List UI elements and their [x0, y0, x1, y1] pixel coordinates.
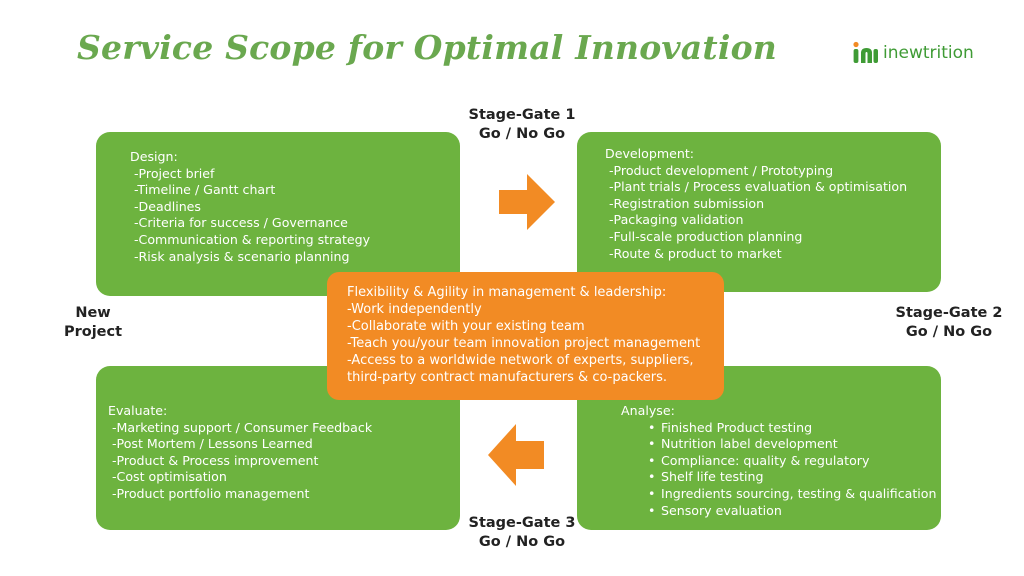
stage-gate-3-label: Stage-Gate 3 Go / No Go [462, 514, 582, 552]
design-item: -Risk analysis & scenario planning [134, 248, 350, 264]
analyse-item: Nutrition label development [648, 436, 941, 453]
development-item: -Plant trials / Process evaluation & opt… [609, 179, 908, 195]
design-item: -Timeline / Gantt chart [134, 182, 276, 198]
flexibility-item: -Teach you/your team innovation project … [347, 336, 701, 351]
stage-gate-3-title: Stage-Gate 3 [468, 515, 576, 531]
flexibility-item: -Access to a worldwide network of expert… [347, 353, 694, 368]
stage-gate-1-title: Stage-Gate 1 [468, 107, 576, 123]
flexibility-heading: Flexibility & Agility in management & le… [347, 285, 667, 300]
arrow-left-icon [488, 424, 544, 486]
design-heading: Design: [130, 149, 178, 164]
evaluate-item: -Product portfolio management [112, 485, 310, 501]
design-item: -Project brief [134, 165, 215, 181]
analyse-list: Finished Product testing Nutrition label… [621, 420, 941, 520]
analyse-heading: Analyse: [621, 403, 675, 418]
development-item: -Route & product to market [609, 245, 782, 261]
analyse-item: Shelf life testing [648, 469, 941, 486]
flexibility-box: Flexibility & Agility in management & le… [327, 272, 724, 400]
new-project-line2: Project [63, 324, 123, 340]
stage-gate-1-label: Stage-Gate 1 Go / No Go [462, 106, 582, 144]
stage-gate-2-label: Stage-Gate 2 Go / No Go [886, 304, 1012, 342]
design-box: Design: -Project brief -Timeline / Gantt… [96, 132, 460, 296]
evaluate-heading: Evaluate: [108, 403, 168, 418]
new-project-label: New Project [52, 304, 134, 342]
logo-text: inewtrition [883, 43, 974, 63]
stage-gate-1-decision: Go / No Go [478, 126, 566, 142]
development-item: -Registration submission [609, 195, 765, 211]
analyse-item: Ingredients sourcing, testing & qualific… [648, 486, 941, 503]
inewtrition-logo-icon [853, 41, 878, 63]
evaluate-item: -Post Mortem / Lessons Learned [112, 436, 313, 452]
evaluate-item: -Product & Process improvement [112, 452, 319, 468]
analyse-item: Finished Product testing [648, 420, 941, 437]
stage-gate-3-decision: Go / No Go [478, 534, 566, 550]
design-item: -Deadlines [134, 198, 201, 214]
evaluate-item: -Marketing support / Consumer Feedback [112, 419, 373, 435]
development-item: -Packaging validation [609, 212, 744, 228]
brand-logo: inewtrition [852, 38, 974, 68]
development-item: -Product development / Prototyping [609, 162, 834, 178]
evaluate-item: -Cost optimisation [112, 469, 227, 485]
development-item: -Full-scale production planning [609, 228, 803, 244]
analyse-item: Sensory evaluation [648, 503, 941, 520]
stage-gate-2-decision: Go / No Go [905, 324, 993, 340]
arrow-right-icon [499, 174, 555, 230]
flexibility-item: -Collaborate with your existing team [347, 319, 585, 334]
stage-gate-2-title: Stage-Gate 2 [895, 305, 1003, 321]
page-title: Service Scope for Optimal Innovation [77, 28, 777, 67]
new-project-line1: New [75, 305, 111, 321]
development-box: Development: -Product development / Prot… [577, 132, 941, 292]
design-item: -Criteria for success / Governance [134, 215, 348, 231]
analyse-item: Compliance: quality & regulatory [648, 453, 941, 470]
flexibility-item: -Work independently [347, 302, 482, 317]
flexibility-item: third-party contract manufacturers & co-… [347, 370, 668, 385]
analyse-box: Analyse: Finished Product testing Nutrit… [577, 366, 941, 530]
design-item: -Communication & reporting strategy [134, 231, 371, 247]
development-heading: Development: [605, 146, 695, 161]
